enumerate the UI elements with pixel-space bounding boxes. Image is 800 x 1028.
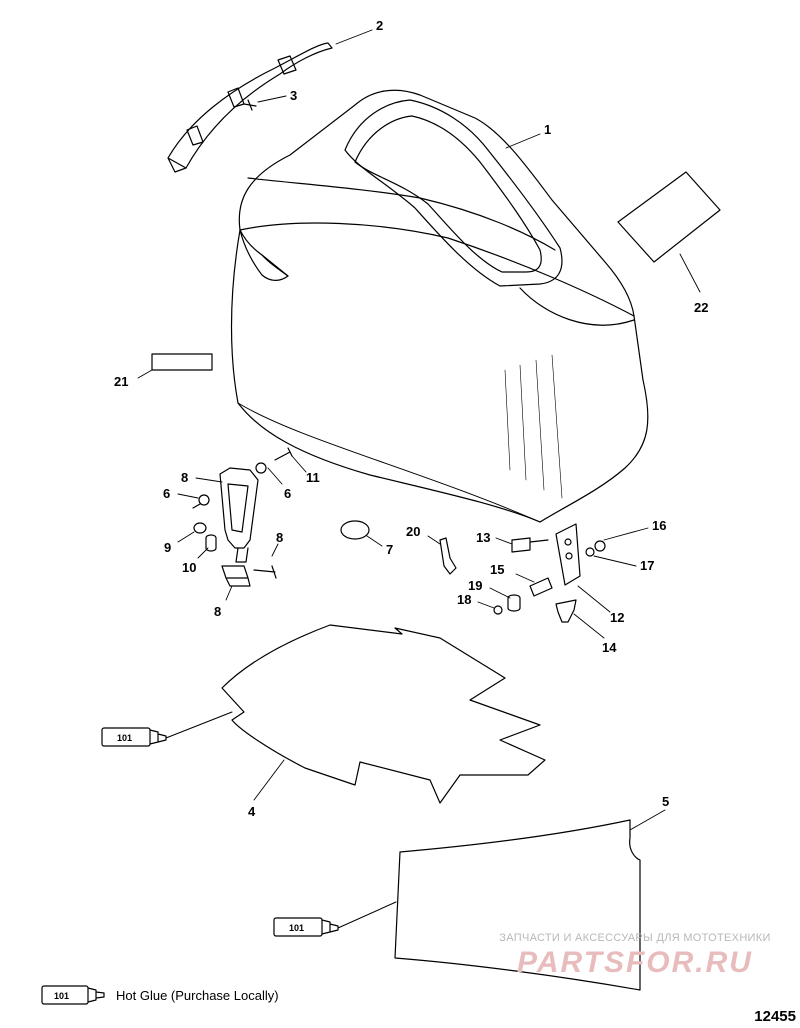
callout-20: 20 [406,524,420,539]
callout-16: 16 [652,518,666,533]
glue-tube-lower [273,901,397,937]
callout-4: 4 [248,804,256,819]
trim-strip [167,42,333,173]
callout-17: 17 [640,558,654,573]
legend-text: Hot Glue (Purchase Locally) [116,987,279,1003]
foam-part-4 [221,624,546,804]
top-cowl [230,89,649,523]
glue-tube-icon: 101 [41,985,105,1005]
callout-3: 3 [290,88,297,103]
legend-tube-label: 101 [54,991,69,1001]
sheet-part-5 [394,819,641,991]
screw-part-3 [243,99,257,111]
callout-22: 22 [694,300,708,315]
callout-18: 18 [457,592,471,607]
leader-lines [137,29,701,831]
callout-6-right: 6 [284,486,291,501]
legend: 101 Hot Glue (Purchase Locally) [40,982,279,1008]
callout-19: 19 [468,578,482,593]
decal-part-22 [617,171,721,263]
callout-numbers: 2 3 1 22 21 8 6 6 11 9 10 8 8 7 20 13 16… [114,18,708,819]
callout-5: 5 [662,794,669,809]
callout-13: 13 [476,530,490,545]
callout-7: 7 [386,542,393,557]
callout-11: 11 [306,470,320,485]
right-bracket-group [493,523,606,623]
tube-label-lower: 101 [289,923,304,933]
tube-labels: 101 101 [117,733,304,933]
callout-8-upper: 8 [181,470,188,485]
callout-15: 15 [490,562,504,577]
callout-14: 14 [602,640,617,655]
callout-2: 2 [376,18,383,33]
glue-tube-upper [101,711,233,747]
latch-part-20 [439,537,457,575]
watermark: ЗАПЧАСТИ И АКСЕССУАРЫ ДЛЯ МОТОТЕХНИКИ PA… [480,932,790,980]
callout-9: 9 [164,540,171,555]
callout-6-left: 6 [163,486,170,501]
tube-label-upper: 101 [117,733,132,743]
callout-8-lower: 8 [214,604,221,619]
watermark-tagline: ЗАПЧАСТИ И АКСЕССУАРЫ ДЛЯ МОТОТЕХНИКИ [499,932,771,944]
callout-21: 21 [114,374,128,389]
decal-part-21 [151,353,213,371]
callout-1: 1 [544,122,551,137]
callout-8-middle: 8 [276,530,283,545]
drawing-number: 12455 [754,1008,796,1025]
callout-12: 12 [610,610,624,625]
left-bracket-group [192,447,293,587]
watermark-logo: PARTSFOR.RU [517,946,753,979]
plug-part-7 [340,520,370,540]
callout-10: 10 [182,560,196,575]
